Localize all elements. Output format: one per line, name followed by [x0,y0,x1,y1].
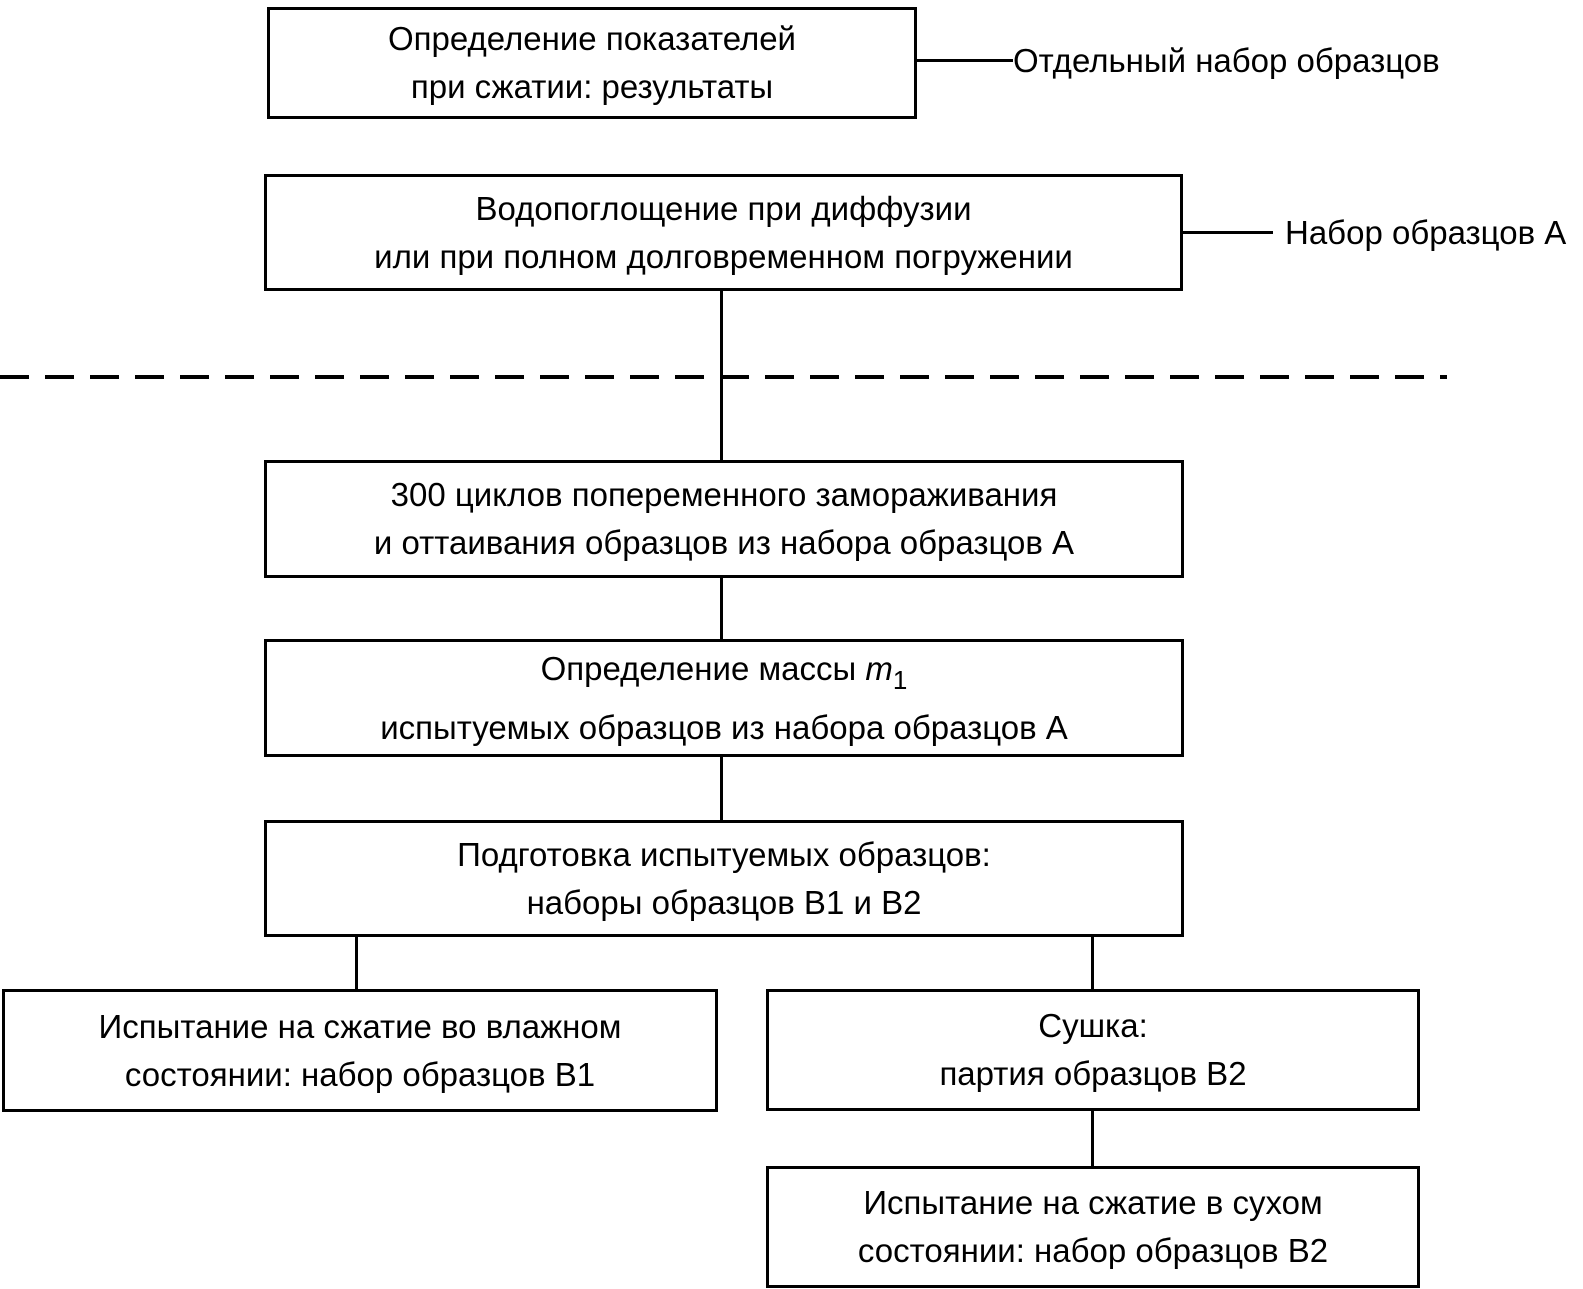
box-dry-compression-line2: состоянии: набор образцов В2 [857,1232,1329,1269]
box-water-absorption-line1: Водопоглощение при диффузии [475,189,972,227]
box-sample-preparation: Подготовка испытуемых образцов: наборы о… [264,820,1184,937]
box-compression-results-line2: при сжатии: результаты [410,68,774,105]
box-mass-determination: Определение массы m1 испытуемых образцов… [264,639,1184,757]
box-compression-results: Определение показателей при сжатии: резу… [267,7,917,119]
connector-box1-to-label [915,59,1013,62]
connector-box3-box4 [720,576,723,641]
mass-line1-prefix: Определение массы [540,649,866,687]
label-separate-sample-set: Отдельный набор образцов [1013,42,1440,79]
box-dry-compression-test: Испытание на сжатие в сухом состоянии: н… [766,1166,1420,1288]
box-wet-compression-line1: Испытание на сжатие во влажном [98,1007,622,1045]
box-compression-results-line1: Определение показателей [388,20,796,57]
box-drying-line1: Сушка: [1038,1007,1148,1044]
connector-box2-to-label [1181,231,1273,234]
box-drying: Сушка: партия образцов В2 [766,989,1420,1111]
box-preparation-line1: Подготовка испытуемых образцов: [457,835,991,873]
box-wet-compression-test: Испытание на сжатие во влажном состоянии… [2,989,718,1112]
box-freeze-thaw-cycles: 300 циклов попеременного замораживания и… [264,460,1184,578]
label-sample-set-a: Набор образцов А [1285,214,1567,251]
connector-box5-drying [1091,935,1094,991]
box-mass-determination-line1: Определение массы m1 [541,645,908,704]
box-drying-line2: партия образцов В2 [939,1055,1247,1092]
box-water-absorption-line2: или при полном долговременном погружении [374,237,1073,275]
box-dry-compression-line1: Испытание на сжатие в сухом [863,1184,1323,1221]
box-freeze-thaw-line1: 300 циклов попеременного замораживания [390,476,1058,513]
box-wet-compression-line2: состоянии: набор образцов В1 [124,1055,596,1093]
connector-box5-wet-test [355,935,358,991]
box-freeze-thaw-line2: и оттаивания образцов из набора образцов… [373,524,1075,561]
dashed-separator [0,375,1447,379]
connector-box4-box5 [720,755,723,822]
mass-symbol: m [865,649,893,687]
box-mass-determination-line2: испытуемых образцов из набора образцов А [380,708,1068,746]
box-preparation-line2: наборы образцов В1 и В2 [526,883,922,921]
mass-subscript: 1 [892,664,908,695]
box-water-absorption: Водопоглощение при диффузии или при полн… [264,174,1183,291]
connector-drying-dry-test [1091,1109,1094,1168]
